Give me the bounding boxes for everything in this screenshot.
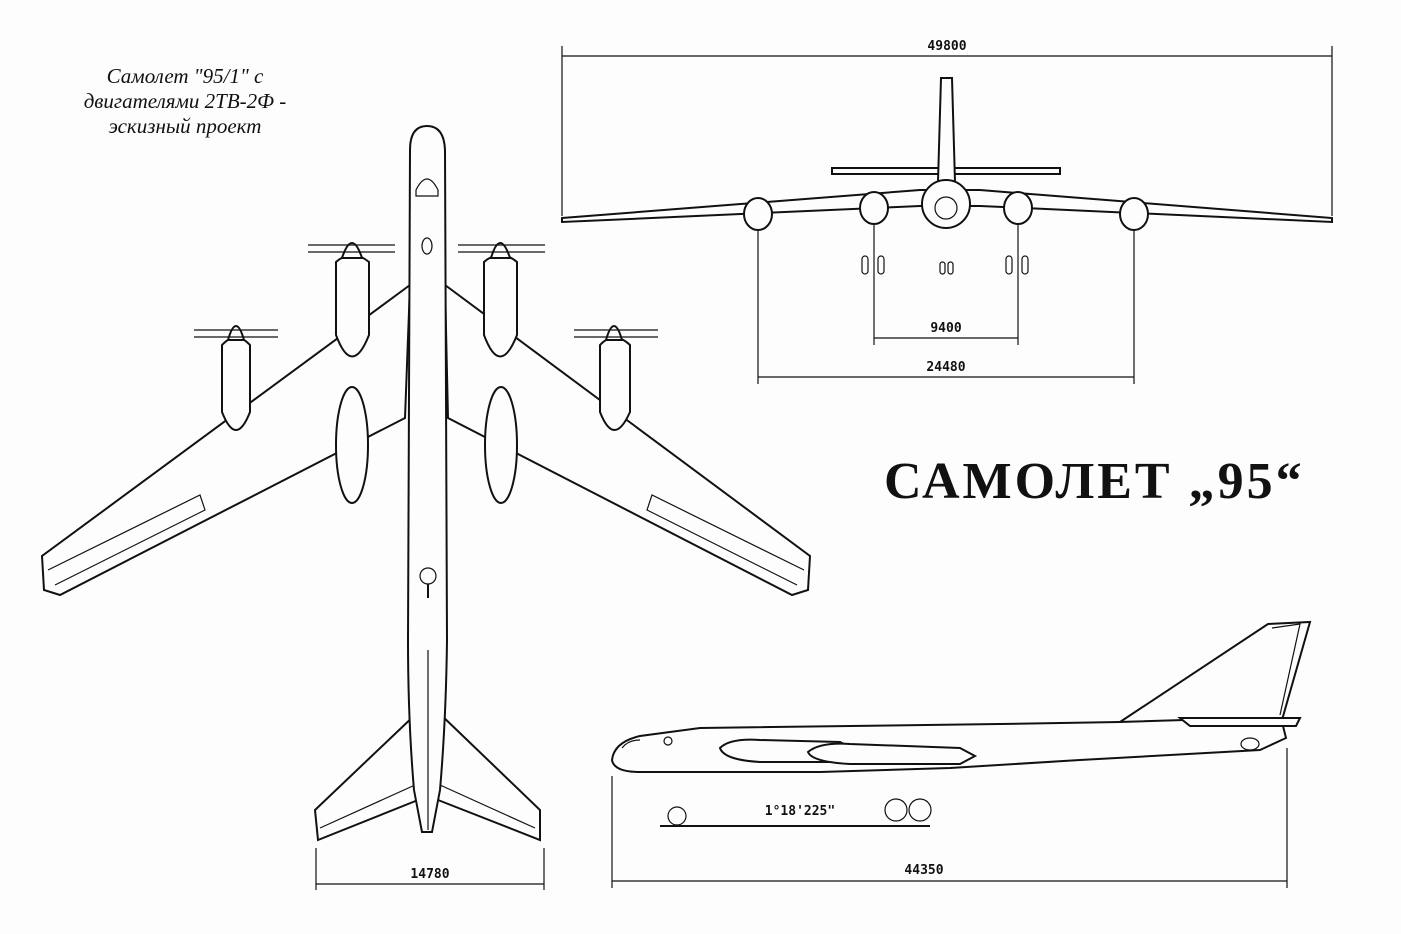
caption-line-1: Самолет "95/1" с — [106, 64, 264, 88]
front-view-nacelle-3 — [1003, 191, 1033, 225]
outer-track-dimension: 24480 — [757, 230, 1135, 384]
front-view-fin — [936, 77, 957, 183]
top-view-left-wing — [40, 282, 412, 597]
front-view-nacelle-4 — [1119, 197, 1149, 231]
front-view-fuselage — [921, 179, 971, 229]
side-view-tail-turret — [1240, 737, 1260, 751]
outer-track-value: 24480 — [926, 360, 965, 375]
front-view-nose-glazing — [934, 196, 958, 220]
caption-line-2: двигателями 2ТВ-2Ф - — [83, 89, 287, 113]
gear-pod-left — [335, 386, 369, 504]
front-view-nacelle-1 — [743, 197, 773, 231]
top-view: 14780 — [40, 124, 812, 890]
ground-angle-value: 1°18'225" — [765, 804, 835, 819]
inner-track-value: 9400 — [930, 321, 961, 336]
side-view-nacelle-2 — [806, 742, 978, 765]
main-wheel-rear — [908, 798, 932, 822]
top-view-right-flap — [646, 494, 805, 586]
top-view-right-elevator-line — [439, 784, 536, 829]
top-view-left-elevator-line — [319, 784, 416, 829]
top-view-right-wing — [443, 282, 812, 597]
front-view: 49800 9400 24480 — [561, 39, 1333, 384]
drawing-caption: Самолет "95/1" с двигателями 2ТВ-2Ф - эс… — [40, 64, 330, 139]
side-view-nose-marker — [663, 736, 673, 746]
top-view-cockpit-glazing — [415, 178, 439, 197]
inner-track-dimension: 9400 — [873, 224, 1019, 345]
stabilizer-span-dimension: 14780 — [315, 848, 545, 890]
stabilizer-span-value: 14780 — [410, 867, 449, 882]
length-value: 44350 — [904, 863, 943, 878]
nacelle-inner-left — [335, 254, 370, 358]
nose-wheel — [667, 806, 687, 826]
top-view-left-flap — [47, 494, 206, 586]
front-view-nacelle-2 — [859, 191, 889, 225]
main-wheel-front — [884, 798, 908, 822]
front-view-wheels — [861, 255, 1029, 275]
span-dimension: 49800 — [561, 39, 1333, 216]
top-view-hatch — [421, 237, 433, 255]
nacelle-inner-right — [483, 254, 518, 358]
top-view-propellers — [194, 242, 658, 341]
side-view-stabilizer — [1177, 717, 1302, 727]
span-value: 49800 — [927, 39, 966, 54]
top-view-right-stabilizer — [437, 709, 541, 842]
side-view: 1°18'225" 44350 — [610, 620, 1312, 888]
top-view-fuselage — [406, 124, 449, 833]
nacelle-outer-left — [221, 336, 251, 431]
caption-line-3: эскизный проект — [108, 114, 262, 138]
top-view-left-stabilizer — [313, 709, 419, 842]
length-dimension: 44350 — [611, 748, 1288, 888]
aircraft-title: САМОЛЕТ „95“ — [884, 453, 1305, 510]
side-view-cockpit — [621, 739, 641, 749]
nacelle-outer-right — [599, 336, 631, 431]
side-view-rudder-line — [1271, 623, 1301, 716]
top-view-nacelles — [221, 254, 631, 504]
gear-pod-right — [484, 386, 518, 504]
